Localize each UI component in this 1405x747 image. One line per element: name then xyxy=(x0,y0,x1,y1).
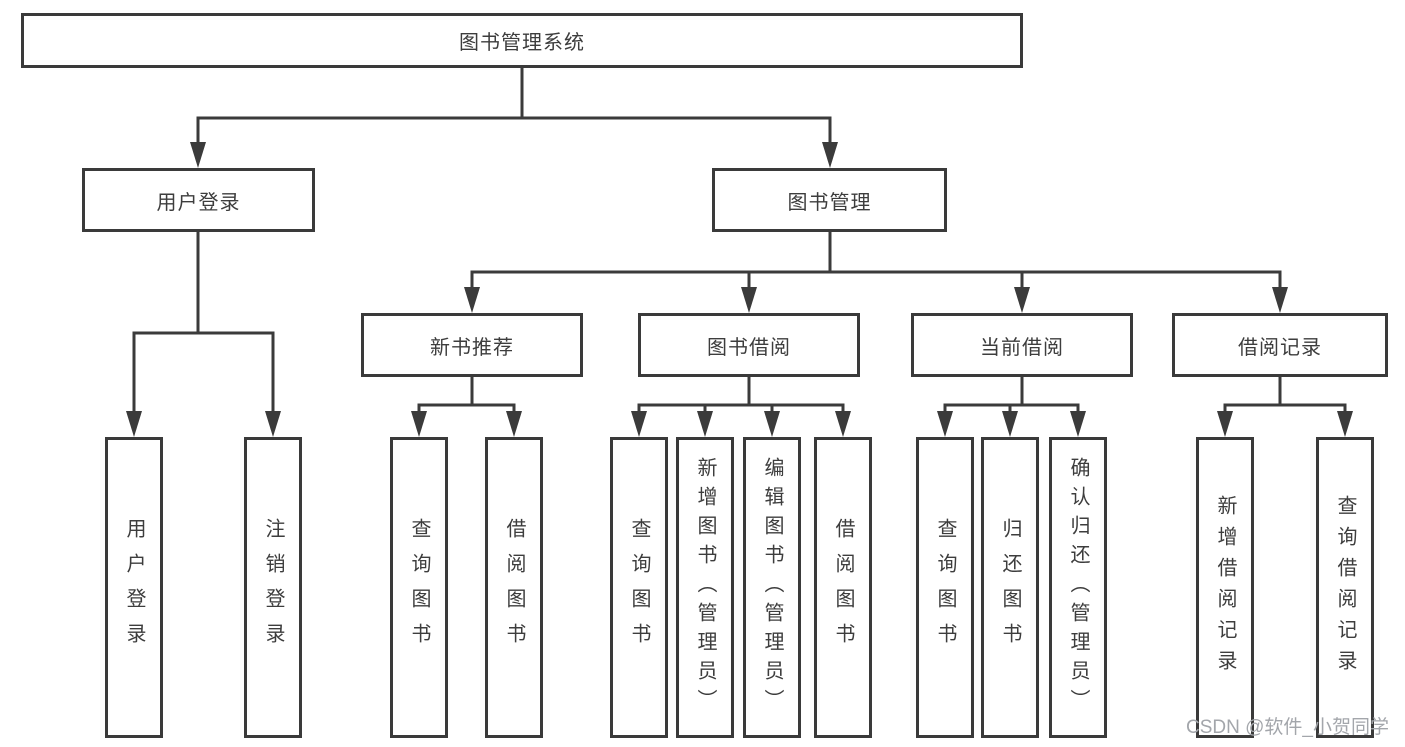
node-new-book-recommend: 新书推荐 xyxy=(361,313,583,377)
node-book-management: 图书管理 xyxy=(712,168,947,232)
leaf-borrow-books: 借阅图书 xyxy=(814,437,872,738)
leaf-borrow-query-books: 查询图书 xyxy=(610,437,668,738)
node-root-label: 图书管理系统 xyxy=(459,32,585,54)
leaf-recommend-borrow-books: 借阅图书 xyxy=(485,437,543,738)
node-current-borrow-label: 当前借阅 xyxy=(980,336,1064,359)
leaf-recommend-query-books-label: 查询图书 xyxy=(408,517,430,658)
node-book-borrow-label: 图书借阅 xyxy=(707,336,791,359)
node-user-login: 用户登录 xyxy=(82,168,315,232)
leaf-query-borrow-record-label: 查询借阅记录 xyxy=(1334,494,1356,681)
node-book-borrow: 图书借阅 xyxy=(638,313,860,377)
leaf-borrow-books-label: 借阅图书 xyxy=(832,517,854,658)
leaf-add-books-admin-label: 新增图书（管理员） xyxy=(694,457,716,718)
connector-new-book-recommend xyxy=(417,375,516,417)
connector-user-login xyxy=(132,230,275,417)
leaf-current-query-books-label: 查询图书 xyxy=(934,517,956,658)
leaf-user-login: 用户登录 xyxy=(105,437,163,738)
connector-root xyxy=(196,66,832,148)
arrowheads xyxy=(126,142,1353,437)
node-new-book-recommend-label: 新书推荐 xyxy=(430,336,514,359)
leaf-edit-books-admin: 编辑图书（管理员） xyxy=(743,437,801,738)
connector-book-borrow xyxy=(637,375,845,417)
csdn-watermark: CSDN @软件_小贺同学 xyxy=(1186,717,1389,738)
leaf-query-borrow-record: 查询借阅记录 xyxy=(1316,437,1374,738)
node-borrow-records: 借阅记录 xyxy=(1172,313,1388,377)
leaf-confirm-return-admin-label: 确认归还（管理员） xyxy=(1067,457,1089,718)
leaf-recommend-query-books: 查询图书 xyxy=(390,437,448,738)
node-borrow-records-label: 借阅记录 xyxy=(1238,336,1322,359)
leaf-add-borrow-record-label: 新增借阅记录 xyxy=(1214,494,1236,681)
leaf-add-books-admin: 新增图书（管理员） xyxy=(676,437,734,738)
leaf-confirm-return-admin: 确认归还（管理员） xyxy=(1049,437,1107,738)
leaf-current-query-books: 查询图书 xyxy=(916,437,974,738)
node-current-borrow: 当前借阅 xyxy=(911,313,1133,377)
leaf-edit-books-admin-label: 编辑图书（管理员） xyxy=(761,457,783,718)
leaf-logout-login: 注销登录 xyxy=(244,437,302,738)
leaf-add-borrow-record: 新增借阅记录 xyxy=(1196,437,1254,738)
node-root: 图书管理系统 xyxy=(21,13,1023,68)
leaf-user-login-label: 用户登录 xyxy=(123,517,145,658)
node-book-management-label: 图书管理 xyxy=(787,191,872,214)
leaf-return-books: 归还图书 xyxy=(981,437,1039,738)
leaf-return-books-label: 归还图书 xyxy=(999,517,1021,658)
leaf-recommend-borrow-books-label: 借阅图书 xyxy=(503,517,525,658)
leaf-logout-login-label: 注销登录 xyxy=(262,517,284,658)
connector-borrow-records xyxy=(1223,375,1347,417)
connector-current-borrow xyxy=(943,375,1080,417)
leaf-borrow-query-books-label: 查询图书 xyxy=(628,517,650,658)
connector-book-management xyxy=(470,230,1282,293)
node-user-login-label: 用户登录 xyxy=(156,191,241,214)
